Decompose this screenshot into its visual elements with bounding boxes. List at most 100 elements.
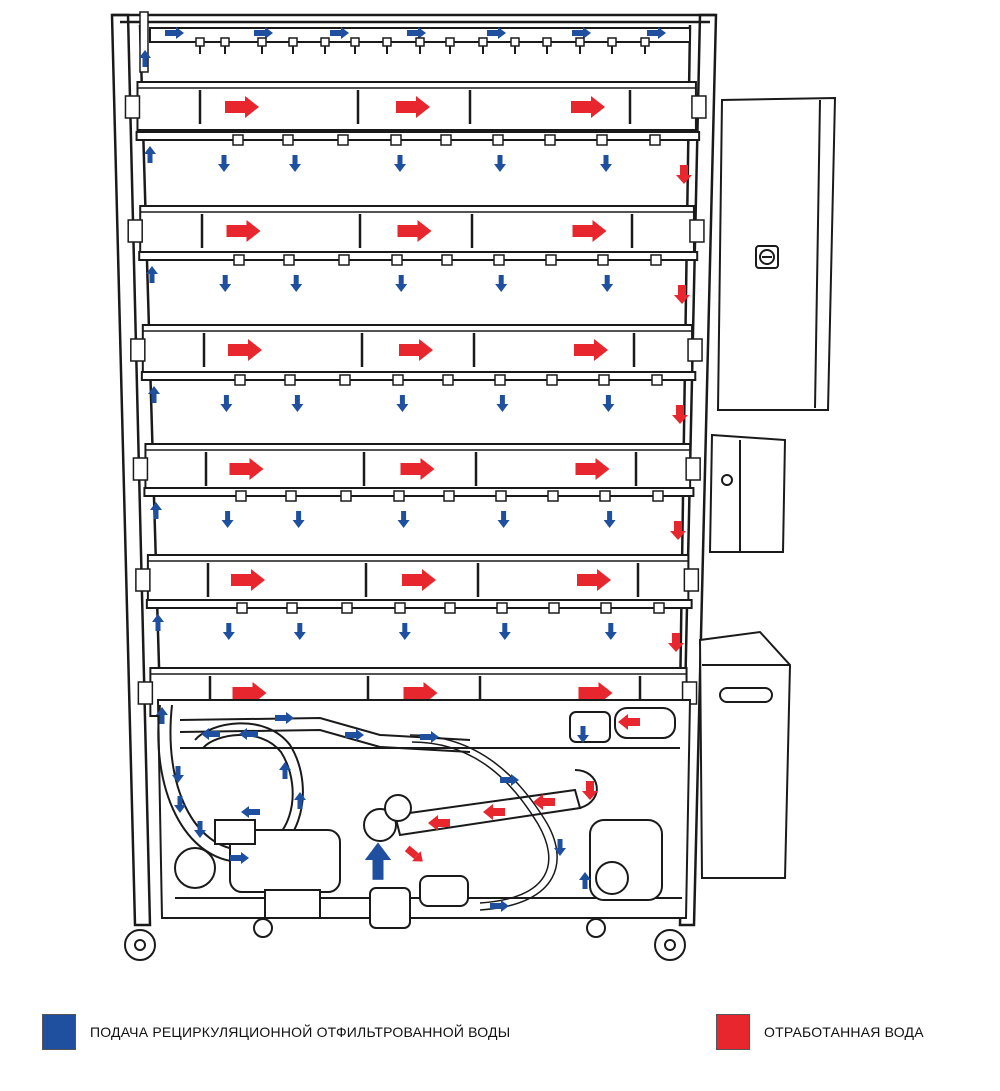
tray-level <box>135 554 700 604</box>
legend-waste-label: ОТРАБОТАННАЯ ВОДА <box>764 1024 924 1040</box>
supply-arrow <box>152 614 164 631</box>
shelf-tab <box>442 374 454 386</box>
shelf-tab <box>440 134 452 146</box>
supply-arrow <box>222 623 235 640</box>
shelf-level <box>138 251 699 304</box>
supply-arrow <box>604 623 617 640</box>
shelf-tab <box>394 602 406 614</box>
supply-arrow <box>219 275 232 292</box>
tray-level <box>127 205 705 255</box>
side-tank <box>698 630 792 879</box>
casters <box>124 918 686 961</box>
spray-nozzle <box>478 37 488 55</box>
rack-diagram <box>110 11 837 961</box>
shelf-tab <box>339 374 351 386</box>
legend-supply: ПОДАЧА РЕЦИРКУЛЯЦИОННОЙ ОТФИЛЬТРОВАННОЙ … <box>42 1014 510 1050</box>
shelf-level <box>145 599 693 652</box>
supply-arrow <box>293 623 306 640</box>
spray-nozzle <box>575 37 585 55</box>
shelf-tab <box>649 134 661 146</box>
spray-nozzle <box>445 37 455 55</box>
shelf-tab <box>547 490 559 502</box>
supply-arrow <box>494 155 506 172</box>
pump-left <box>174 819 341 919</box>
shelf-tab <box>596 134 608 146</box>
shelf-level <box>140 371 697 424</box>
shelf-level <box>143 487 695 540</box>
shelf-tab <box>337 134 349 146</box>
shelf-tab <box>390 134 402 146</box>
shelf-tab <box>599 490 611 502</box>
supply-arrow <box>603 511 616 528</box>
spray-nozzle <box>220 37 230 55</box>
supply-arrow <box>496 395 509 412</box>
shelf-level <box>135 131 701 184</box>
spray-nozzle <box>257 37 267 55</box>
shelf-tab <box>496 602 508 614</box>
spray-nozzle <box>350 37 360 55</box>
shelf-tab <box>232 134 244 146</box>
supply-arrow <box>291 395 304 412</box>
shelf-tab <box>548 602 560 614</box>
supply-arrow <box>289 155 301 172</box>
shelf-tab <box>286 602 298 614</box>
spray-nozzle <box>510 37 520 55</box>
shelf-tab <box>234 374 246 386</box>
waste-arrow <box>676 165 692 184</box>
shelf-tab <box>444 602 456 614</box>
shelf-tab <box>544 134 556 146</box>
supply-arrow <box>144 146 156 163</box>
return-hose <box>409 734 558 911</box>
shelf-tab <box>340 490 352 502</box>
shelf-tab <box>545 254 557 266</box>
supply-arrow <box>292 511 305 528</box>
junction-box <box>708 433 787 553</box>
supply-arrow <box>218 155 230 172</box>
supply-arrow <box>394 155 406 172</box>
supply-arrow <box>495 275 508 292</box>
shelf-tab <box>493 254 505 266</box>
supply-arrow <box>498 623 511 640</box>
shelf-tab <box>650 254 662 266</box>
shelf-tab <box>600 602 612 614</box>
shelf-tab <box>653 602 665 614</box>
waste-arrow <box>672 405 688 424</box>
shelf-tab <box>282 134 294 146</box>
supply-arrow <box>396 395 409 412</box>
supply-arrow <box>220 395 233 412</box>
tray-shelves <box>124 81 707 717</box>
shelf-tab <box>393 490 405 502</box>
shelf-tab <box>492 134 504 146</box>
shelf-tab <box>233 254 245 266</box>
shelf-tab <box>598 374 610 386</box>
shelf-tab <box>236 602 248 614</box>
shelf-tab <box>597 254 609 266</box>
supply-arrow <box>221 511 234 528</box>
shelf-tab <box>338 254 350 266</box>
shelf-tab <box>341 602 353 614</box>
supply-arrow <box>601 275 614 292</box>
spray-nozzle <box>415 37 425 55</box>
waste-swatch <box>716 1014 750 1050</box>
supply-arrow <box>398 623 411 640</box>
shelf-tab <box>235 490 247 502</box>
shelf-tab <box>495 490 507 502</box>
supply-arrow <box>290 275 303 292</box>
shelf-tab <box>441 254 453 266</box>
spray-nozzle <box>288 37 298 55</box>
legend-waste: ОТРАБОТАННАЯ ВОДА <box>716 1014 924 1050</box>
tray-level <box>132 443 701 493</box>
shelf-tab <box>494 374 506 386</box>
shelf-tab <box>651 374 663 386</box>
supply-arrow <box>602 395 615 412</box>
spray-nozzle <box>382 37 392 55</box>
spray-nozzle <box>195 37 205 55</box>
supply-arrow <box>600 155 612 172</box>
tray-level <box>130 324 703 374</box>
tray-level <box>124 81 707 131</box>
spray-nozzle <box>640 37 650 55</box>
shelf-tab <box>284 374 296 386</box>
supply-arrow <box>395 275 408 292</box>
supply-swatch <box>42 1014 76 1050</box>
waste-arrow <box>674 285 690 304</box>
